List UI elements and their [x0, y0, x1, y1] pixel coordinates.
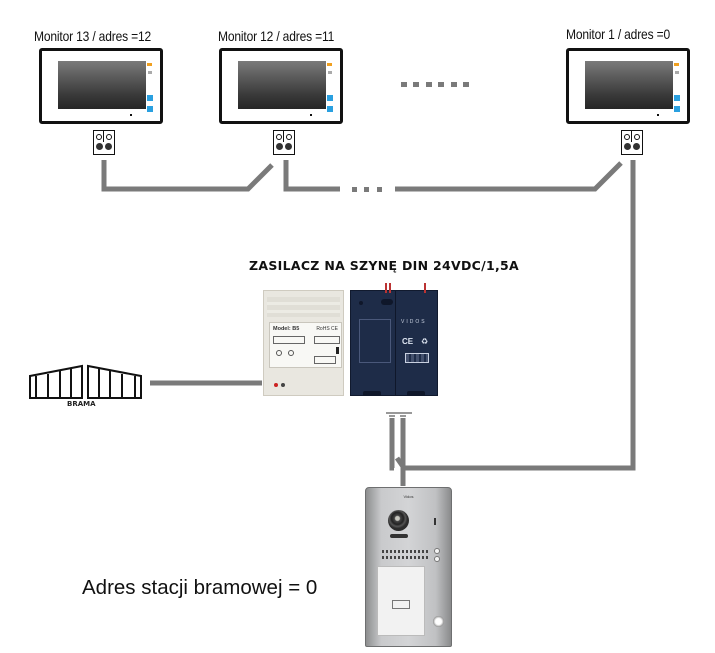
wire-m12-bus — [283, 160, 340, 192]
monitor-button-icon — [147, 106, 153, 112]
status-led-icon — [147, 63, 152, 66]
power-supply-title: ZASILACZ NA SZYNĘ DIN 24VDC/1,5A — [249, 258, 520, 273]
gate-icon — [29, 364, 142, 399]
psu-brand: VIDOS — [401, 319, 427, 325]
indicator-icon — [328, 71, 332, 74]
door-station: Vidos — [365, 487, 452, 647]
gate-label: BRAMA — [67, 400, 96, 408]
door-station-address-label: Adres stacji bramowej = 0 — [82, 576, 318, 599]
bus-gap-dot — [364, 187, 369, 192]
monitor-13-terminal — [93, 130, 115, 155]
ellipsis-dot — [463, 82, 469, 87]
monitor-button-icon — [674, 106, 680, 112]
ellipsis-dot — [426, 82, 432, 87]
ir-led-bar — [390, 534, 408, 538]
psu-spec-sticker — [359, 319, 391, 363]
wire-psu-out-1 — [389, 418, 395, 471]
wire-m13-m12 — [101, 160, 274, 192]
monitor-1-label: Monitor 1 / adres =0 — [566, 26, 670, 42]
bus-gap-dot — [377, 187, 382, 192]
monitor-screen — [238, 61, 326, 109]
monitor-button-icon — [327, 106, 333, 112]
status-led-icon — [674, 63, 679, 66]
camera-icon — [388, 510, 409, 531]
indicator-led-icon — [434, 548, 440, 554]
monitor-12-label: Monitor 12 / adres =11 — [218, 28, 335, 44]
monitor-button-icon — [327, 95, 333, 101]
ellipsis-dot — [401, 82, 407, 87]
wire-bus-m1 — [395, 161, 623, 192]
indicator-icon — [148, 71, 152, 74]
ellipsis-dot — [438, 82, 444, 87]
monitor-1 — [566, 48, 690, 124]
distributor-marks: RoHS CE — [316, 326, 338, 332]
status-led-icon — [281, 383, 285, 387]
monitor-13-label: Monitor 13 / adres =12 — [34, 28, 152, 44]
monitor-12-terminal — [273, 130, 295, 155]
microphone-slot-icon — [434, 518, 436, 525]
monitor-13 — [39, 48, 163, 124]
monitor-button-icon — [147, 95, 153, 101]
distributor-model: Model: B5 — [273, 326, 300, 332]
ellipsis-dot — [451, 82, 457, 87]
monitor-button-icon — [674, 95, 680, 101]
microphone-icon — [310, 114, 312, 116]
monitor-12 — [219, 48, 343, 124]
microphone-icon — [657, 114, 659, 116]
speaker-grille — [382, 550, 428, 553]
bus-gap-dot — [352, 187, 357, 192]
indicator-icon — [675, 71, 679, 74]
ellipsis-dot — [413, 82, 419, 87]
monitor-screen — [585, 61, 673, 109]
name-plate — [377, 566, 425, 636]
power-led-icon — [274, 383, 278, 387]
distributor-label-panel: Model: B5 RoHS CE — [269, 322, 342, 368]
psu-marks: CE — [402, 337, 414, 346]
indicator-led-icon — [434, 556, 440, 562]
rfid-reader-icon — [392, 600, 410, 609]
monitor-1-terminal — [621, 130, 643, 155]
call-button[interactable] — [433, 616, 444, 627]
status-led-icon — [327, 63, 332, 66]
distributor-module: Model: B5 RoHS CE — [263, 290, 344, 396]
door-station-brand: Vidos — [403, 494, 414, 499]
din-power-supply: VIDOS CE ♻ — [350, 283, 438, 396]
speaker-grille — [382, 556, 428, 559]
weee-bin-icon: ♻ — [421, 337, 429, 346]
psu-terminal-block — [405, 353, 429, 363]
monitor-screen — [58, 61, 146, 109]
microphone-icon — [130, 114, 132, 116]
